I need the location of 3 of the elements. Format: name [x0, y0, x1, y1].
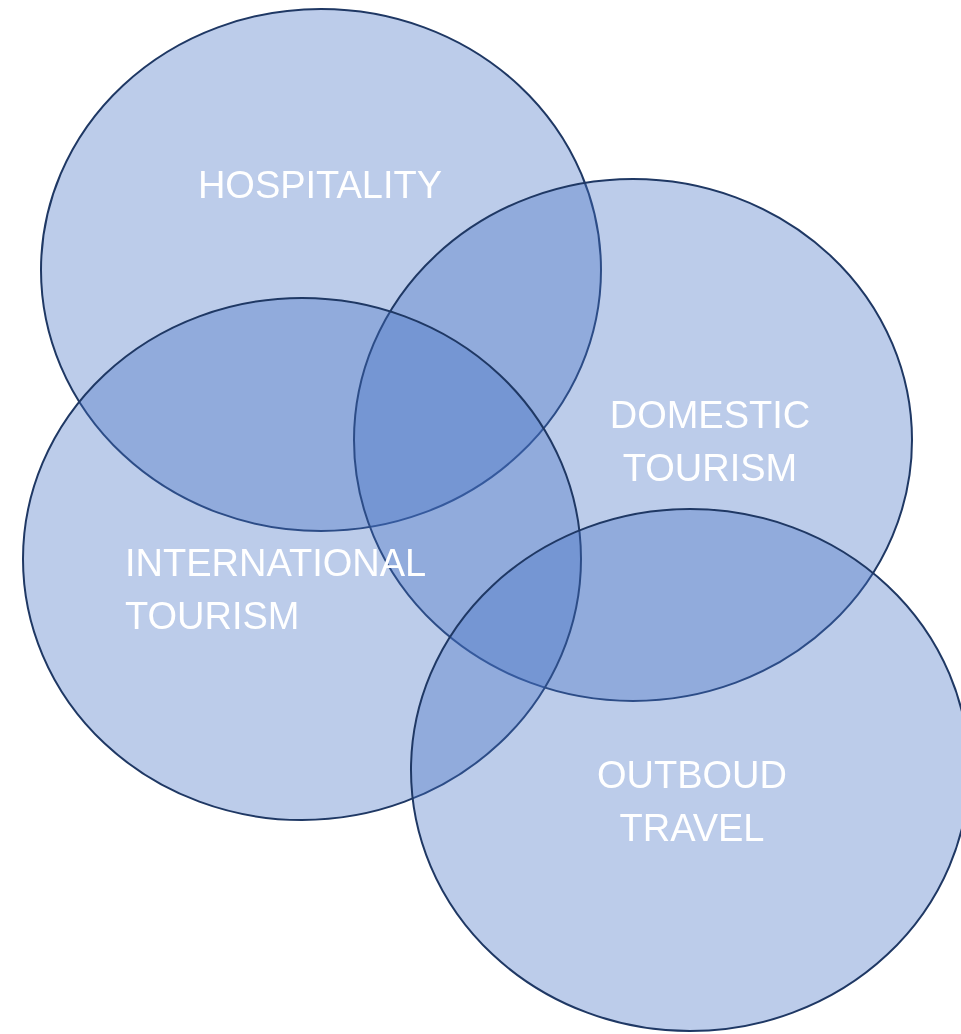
circle-label: DOMESTIC TOURISM	[609, 392, 811, 491]
circle-label: HOSPITALITY	[197, 163, 443, 209]
circle-label: OUTBOUD TRAVEL	[597, 752, 787, 851]
